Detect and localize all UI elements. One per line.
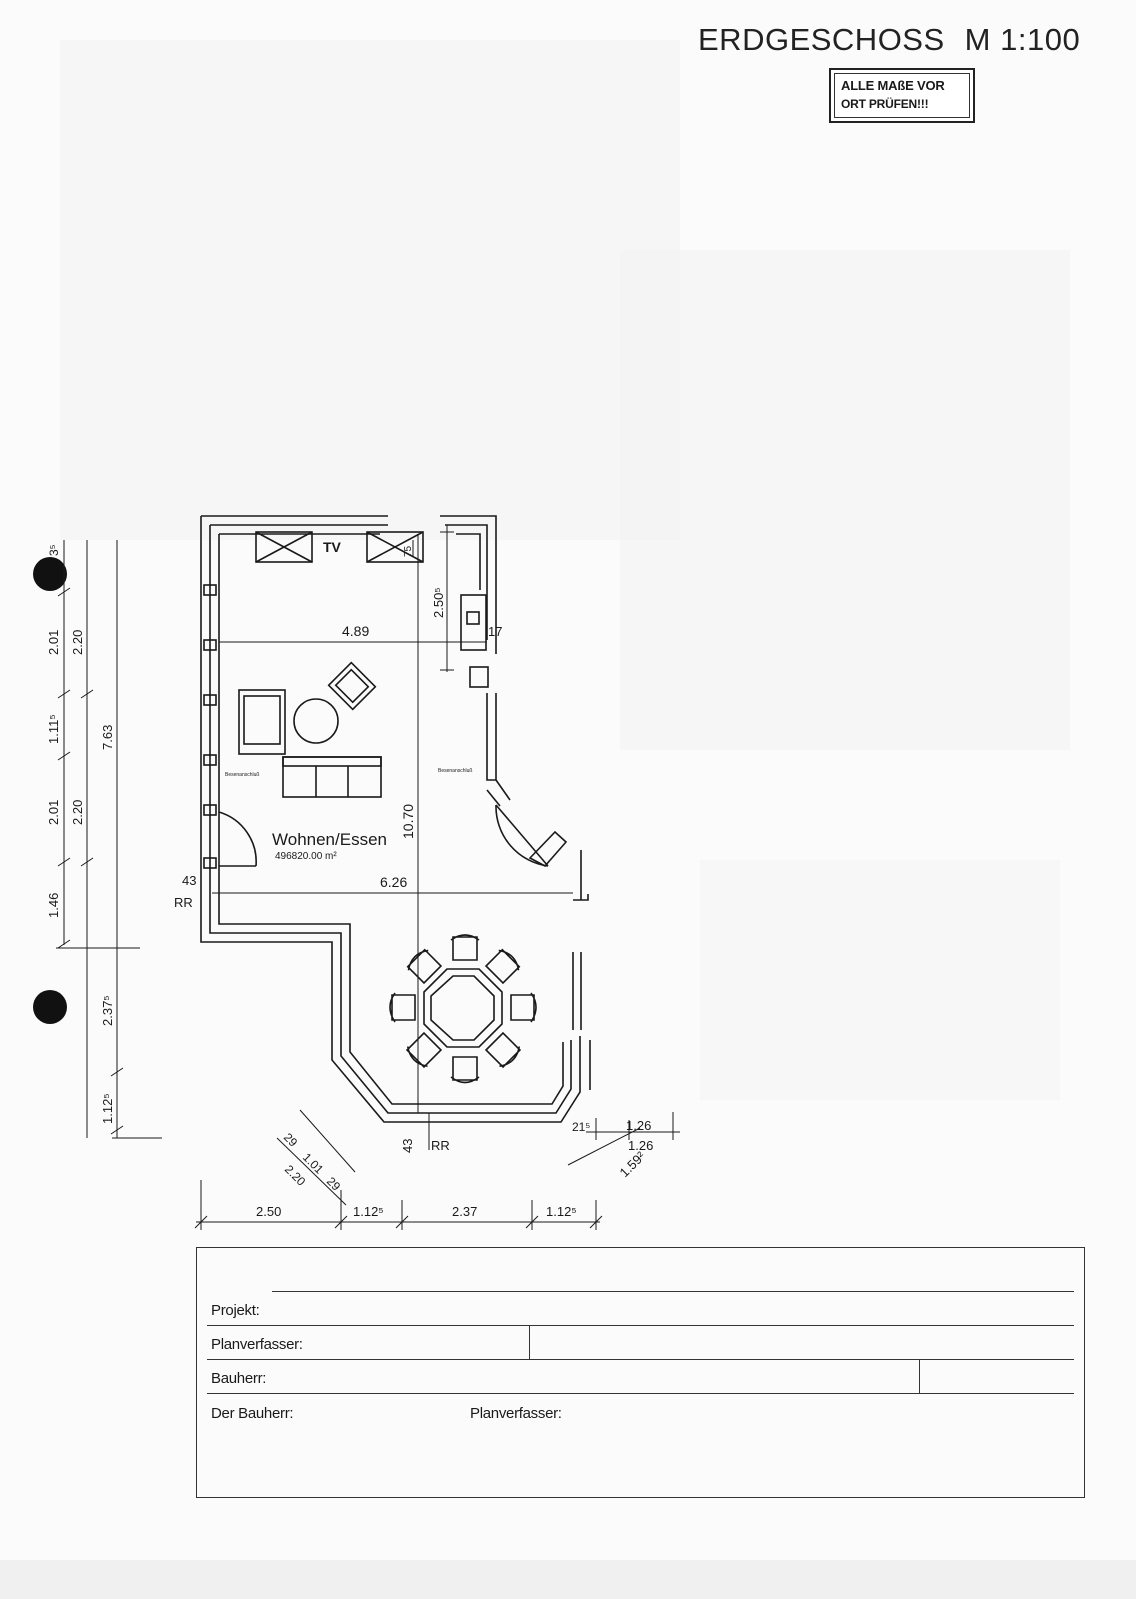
dim-side-small: 17	[488, 624, 502, 639]
dim-left-220b: 2.20	[70, 800, 85, 825]
dim-width-top: 4.89	[342, 623, 369, 639]
dim-diag-215: 21⁵	[572, 1120, 590, 1134]
dim-diag-101: 1.01	[300, 1150, 327, 1177]
label-der-bauherr: Der Bauherr:	[211, 1405, 294, 1422]
dim-left-1115: 1.11⁵	[46, 714, 61, 744]
divider-planverfasser	[529, 1325, 530, 1359]
socket-label-right: Besenanschluß	[438, 768, 472, 774]
rule-projekt	[207, 1325, 1074, 1326]
dim-left-201a: 2.01	[46, 630, 61, 655]
dim-diag-126a: 1.26	[626, 1118, 651, 1133]
label-planverfasser-signature: Planverfasser:	[470, 1405, 562, 1422]
dim-left-220a: 2.20	[70, 630, 85, 655]
tv-label: TV	[323, 539, 342, 555]
radiator-label-bottom: RR	[431, 1138, 450, 1153]
dim-bottom-1125b: 1.12⁵	[546, 1204, 577, 1219]
dim-bottom-237: 2.37	[452, 1204, 477, 1219]
dim-diag-126b: 1.26	[628, 1138, 653, 1153]
wall-mid	[209, 525, 572, 1114]
dim-width-mid: 6.26	[380, 874, 407, 890]
dim-left-total: 7.63	[100, 725, 115, 750]
rule-bauherr	[207, 1393, 1074, 1394]
socket-label-left: Besenanschluß	[225, 772, 259, 778]
dim-bottom-43: 43	[400, 1139, 415, 1153]
dim-diag-220: 2.20	[282, 1162, 309, 1189]
divider-bauherr	[919, 1359, 920, 1393]
title-block: Projekt: Planverfasser: Bauherr: Der Bau…	[196, 1247, 1085, 1498]
wall-inner	[218, 534, 564, 1105]
label-projekt: Projekt:	[211, 1302, 260, 1319]
radiator-label-left: RR	[174, 895, 193, 910]
punch-hole-top	[33, 557, 67, 591]
dim-height-total: 10.70	[400, 804, 416, 839]
stamp-line-1: ALLE MAßE VOR	[841, 78, 945, 93]
label-planverfasser: Planverfasser:	[211, 1336, 303, 1353]
dim-left-1125: 1.12⁵	[100, 1093, 115, 1124]
label-bauherr: Bauherr:	[211, 1370, 267, 1387]
dim-left-43: 43	[182, 873, 196, 888]
dining-chairs	[389, 934, 537, 1084]
rule-planverfasser	[207, 1359, 1074, 1360]
dim-bottom-1125a: 1.12⁵	[353, 1204, 384, 1219]
room-area: 496820.00 m²	[275, 851, 337, 862]
dim-left-2375: 2.37⁵	[100, 995, 115, 1026]
wall-outer	[200, 516, 581, 1123]
check-dimensions-stamp: ALLE MAßE VOR ORT PRÜFEN!!!	[829, 68, 975, 123]
dim-kitchen: 2.50⁵	[431, 587, 446, 618]
stamp-line-2: ORT PRÜFEN!!!	[841, 97, 929, 111]
dim-diag-29a: 29	[281, 1130, 301, 1150]
dim-left-201b: 2.01	[46, 800, 61, 825]
dim-bottom-250: 2.50	[256, 1204, 281, 1219]
rule-top	[272, 1291, 1074, 1292]
dim-left-3: 3⁵	[47, 544, 61, 556]
dim-left-146: 1.46	[46, 893, 61, 918]
punch-hole-bottom	[33, 990, 67, 1024]
room-name: Wohnen/Essen	[272, 830, 387, 849]
dim-tv: 75	[403, 545, 414, 557]
